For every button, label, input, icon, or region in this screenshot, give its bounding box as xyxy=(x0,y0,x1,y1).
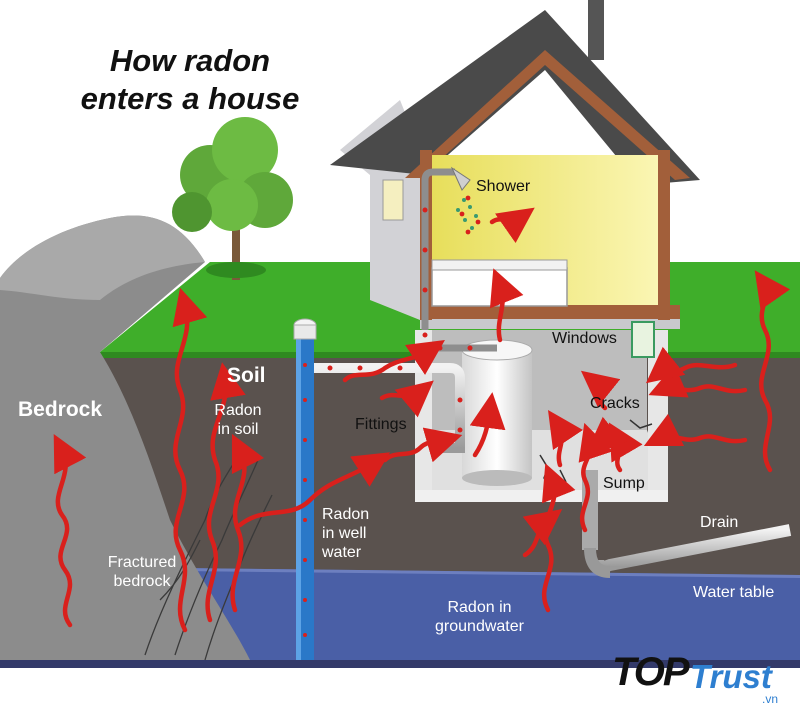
label-radon-in-groundwater: Radon in groundwater xyxy=(435,599,524,635)
watermark-logo: TOP Trust .vn xyxy=(612,650,792,710)
floor-slab xyxy=(420,305,680,319)
label-shower: Shower xyxy=(476,178,531,195)
label-radon-in-well-water: Radon in well water xyxy=(322,506,370,561)
label-windows: Windows xyxy=(552,330,617,347)
basement-window xyxy=(631,321,655,358)
radon-arrows xyxy=(53,207,791,633)
label-radon-in-soil: Radon in soil xyxy=(214,402,262,438)
shower-radon-dots xyxy=(459,195,481,235)
label-fractured-bedrock: Fractured bedrock xyxy=(107,554,177,590)
fittings-pipe xyxy=(300,363,465,453)
shower-pipe xyxy=(421,168,455,350)
chimney xyxy=(588,0,604,60)
basement-footing xyxy=(415,490,668,502)
house-wall-right xyxy=(658,150,670,320)
watermark-top: TOP xyxy=(612,650,690,694)
water-tank xyxy=(461,339,533,486)
house-side-window xyxy=(382,179,404,221)
label-water-table: Water table xyxy=(693,584,775,601)
label-fittings: Fittings xyxy=(355,416,407,433)
diagram-title: How radon enters a house xyxy=(80,43,300,116)
label-soil: Soil xyxy=(227,364,266,387)
watermark-vn: .vn xyxy=(762,692,779,706)
well-pipe xyxy=(293,318,317,660)
well-radon-dots xyxy=(303,363,307,637)
label-cracks: Cracks xyxy=(590,395,640,412)
watermark-trust: Trust xyxy=(690,658,772,695)
label-drain: Drain xyxy=(700,514,739,531)
ground-base xyxy=(0,660,800,668)
pipe-radon-dots xyxy=(327,207,473,433)
shower-head-icon xyxy=(450,166,471,191)
bedrock-top xyxy=(0,215,205,300)
shower-spray xyxy=(456,198,478,230)
roof xyxy=(330,10,700,185)
label-bedrock: Bedrock xyxy=(18,398,103,421)
tree xyxy=(172,117,293,280)
label-sump: Sump xyxy=(603,475,645,492)
